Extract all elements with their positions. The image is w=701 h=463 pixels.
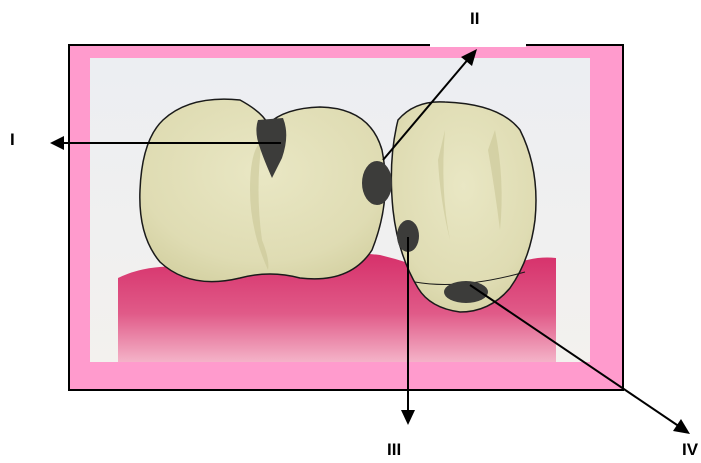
arrow-head-iii — [401, 410, 415, 425]
label-iii: III — [387, 441, 401, 458]
label-ii: II — [470, 10, 479, 27]
label-i: I — [10, 131, 15, 148]
arrow-head-iv — [673, 419, 690, 434]
frame-top-gap — [430, 43, 526, 47]
lesion-proximal-upper — [362, 161, 392, 205]
premolar-tooth — [391, 102, 536, 312]
label-iv: IV — [682, 441, 698, 458]
arrow-head-i — [50, 136, 64, 150]
